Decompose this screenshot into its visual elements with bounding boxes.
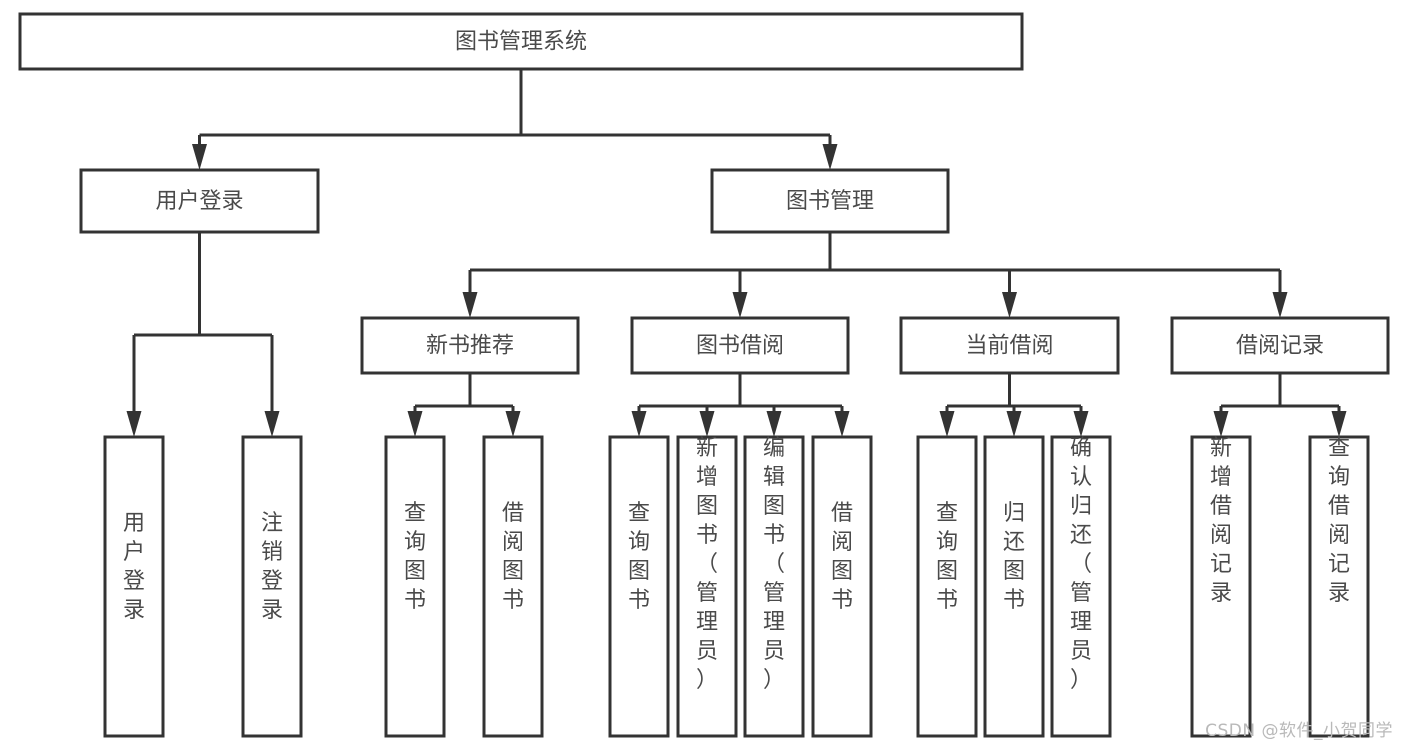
node-leaf-edit-book[interactable]: 编辑图书（管理员） bbox=[743, 435, 805, 738]
node-book-management[interactable]: 图书管理 bbox=[710, 168, 950, 234]
node-box-leaf-query-record[interactable] bbox=[1308, 435, 1370, 738]
node-leaf-query-record[interactable]: 查询借阅记录 bbox=[1308, 435, 1370, 738]
node-label-leaf-query-record: 查询借阅记录 bbox=[1328, 436, 1350, 606]
arrow-head-leaf-query-book-2 bbox=[631, 411, 647, 437]
arrow-head-book-borrow bbox=[732, 292, 748, 318]
node-user-login[interactable]: 用户登录 bbox=[79, 168, 320, 234]
arrow-head-leaf-edit-book bbox=[766, 411, 782, 437]
connector-group-bus-book-borrow bbox=[631, 373, 850, 437]
node-label-leaf-return-book: 归还图书 bbox=[1003, 501, 1025, 613]
node-label-leaf-borrow-book-1: 借阅图书 bbox=[502, 501, 524, 613]
node-label-leaf-query-book-1: 查询图书 bbox=[404, 501, 426, 613]
node-label-leaf-edit-book: 编辑图书（管理员） bbox=[763, 436, 785, 693]
node-label-borrow-record: 借阅记录 bbox=[1236, 334, 1324, 359]
node-new-book-recommend[interactable]: 新书推荐 bbox=[360, 316, 580, 375]
connector-group-bus-current-borrow bbox=[939, 373, 1089, 437]
node-borrow-record[interactable]: 借阅记录 bbox=[1170, 316, 1390, 375]
node-book-borrow[interactable]: 图书借阅 bbox=[630, 316, 850, 375]
connector-group-bus-borrow-record bbox=[1213, 373, 1347, 437]
arrow-head-leaf-borrow-book-1 bbox=[505, 411, 521, 437]
arrow-head-leaf-user-login bbox=[126, 411, 142, 437]
node-box-leaf-logout-login[interactable] bbox=[241, 435, 303, 738]
node-box-leaf-user-login[interactable] bbox=[103, 435, 165, 738]
arrow-head-new-book-recommend bbox=[462, 292, 478, 318]
arrow-head-user-login bbox=[192, 144, 207, 170]
node-box-user-login[interactable] bbox=[79, 168, 320, 234]
arrow-head-leaf-borrow-book-2 bbox=[834, 411, 850, 437]
node-label-leaf-logout-login: 注销登录 bbox=[261, 511, 283, 623]
arrow-head-leaf-add-book bbox=[699, 411, 715, 437]
node-box-leaf-add-record[interactable] bbox=[1190, 435, 1252, 738]
arrow-head-leaf-query-record bbox=[1331, 411, 1347, 437]
node-box-leaf-borrow-book-2[interactable] bbox=[811, 435, 873, 738]
arrow-head-leaf-query-book-3 bbox=[939, 411, 955, 437]
node-label-book-management: 图书管理 bbox=[786, 189, 874, 214]
node-label-root: 图书管理系统 bbox=[455, 30, 587, 55]
node-leaf-confirm-return[interactable]: 确认归还（管理员） bbox=[1050, 435, 1112, 738]
node-label-leaf-query-book-3: 查询图书 bbox=[936, 501, 958, 613]
node-box-book-borrow[interactable] bbox=[630, 316, 850, 375]
node-box-leaf-return-book[interactable] bbox=[983, 435, 1045, 738]
node-box-leaf-add-book[interactable] bbox=[676, 435, 738, 738]
node-label-book-borrow: 图书借阅 bbox=[696, 334, 784, 359]
node-box-leaf-query-book-2[interactable] bbox=[608, 435, 670, 738]
arrow-head-leaf-query-book-1 bbox=[407, 411, 423, 437]
arrow-head-borrow-record bbox=[1272, 292, 1288, 318]
node-leaf-borrow-book-2[interactable]: 借阅图书 bbox=[811, 435, 873, 738]
node-leaf-query-book-1[interactable]: 查询图书 bbox=[384, 435, 446, 738]
connector-group-bus-book-management bbox=[462, 232, 1288, 318]
arrow-head-current-borrow bbox=[1002, 292, 1017, 318]
node-box-leaf-query-book-3[interactable] bbox=[916, 435, 978, 738]
node-label-leaf-user-login: 用户登录 bbox=[123, 511, 145, 623]
connectors-layer bbox=[126, 69, 1347, 437]
node-label-leaf-borrow-book-2: 借阅图书 bbox=[831, 501, 853, 613]
node-box-leaf-borrow-book-1[interactable] bbox=[482, 435, 544, 738]
connector-group-bus-user-login bbox=[126, 232, 280, 437]
node-box-current-borrow[interactable] bbox=[899, 316, 1120, 375]
node-current-borrow[interactable]: 当前借阅 bbox=[899, 316, 1120, 375]
node-box-new-book-recommend[interactable] bbox=[360, 316, 580, 375]
node-root[interactable]: 图书管理系统 bbox=[18, 12, 1024, 71]
arrow-head-leaf-logout-login bbox=[264, 411, 280, 437]
node-leaf-add-record[interactable]: 新增借阅记录 bbox=[1190, 435, 1252, 738]
node-box-leaf-edit-book[interactable] bbox=[743, 435, 805, 738]
node-label-user-login: 用户登录 bbox=[155, 189, 243, 214]
node-leaf-add-book[interactable]: 新增图书（管理员） bbox=[676, 435, 738, 738]
node-box-leaf-query-book-1[interactable] bbox=[384, 435, 446, 738]
node-leaf-query-book-3[interactable]: 查询图书 bbox=[916, 435, 978, 738]
arrow-head-leaf-add-record bbox=[1213, 411, 1229, 437]
node-box-book-management[interactable] bbox=[710, 168, 950, 234]
node-label-leaf-query-book-2: 查询图书 bbox=[628, 501, 650, 613]
node-leaf-logout-login[interactable]: 注销登录 bbox=[241, 435, 303, 738]
node-leaf-return-book[interactable]: 归还图书 bbox=[983, 435, 1045, 738]
arrow-head-book-management bbox=[822, 144, 838, 170]
connector-group-bus-root bbox=[192, 69, 838, 170]
arrow-head-leaf-confirm-return bbox=[1073, 411, 1089, 437]
node-label-current-borrow: 当前借阅 bbox=[965, 334, 1053, 359]
node-label-new-book-recommend: 新书推荐 bbox=[426, 334, 514, 359]
connector-group-bus-new-book bbox=[407, 373, 521, 437]
node-label-leaf-add-book: 新增图书（管理员） bbox=[696, 436, 718, 693]
node-label-leaf-confirm-return: 确认归还（管理员） bbox=[1070, 436, 1092, 693]
node-leaf-query-book-2[interactable]: 查询图书 bbox=[608, 435, 670, 738]
node-label-leaf-add-record: 新增借阅记录 bbox=[1210, 436, 1232, 606]
arrow-head-leaf-return-book bbox=[1006, 411, 1022, 437]
node-box-leaf-confirm-return[interactable] bbox=[1050, 435, 1112, 738]
node-box-root[interactable] bbox=[18, 12, 1024, 71]
node-leaf-user-login[interactable]: 用户登录 bbox=[103, 435, 165, 738]
node-leaf-borrow-book-1[interactable]: 借阅图书 bbox=[482, 435, 544, 738]
nodes-layer: 图书管理系统用户登录图书管理新书推荐图书借阅当前借阅借阅记录用户登录注销登录查询… bbox=[18, 12, 1390, 738]
node-box-borrow-record[interactable] bbox=[1170, 316, 1390, 375]
